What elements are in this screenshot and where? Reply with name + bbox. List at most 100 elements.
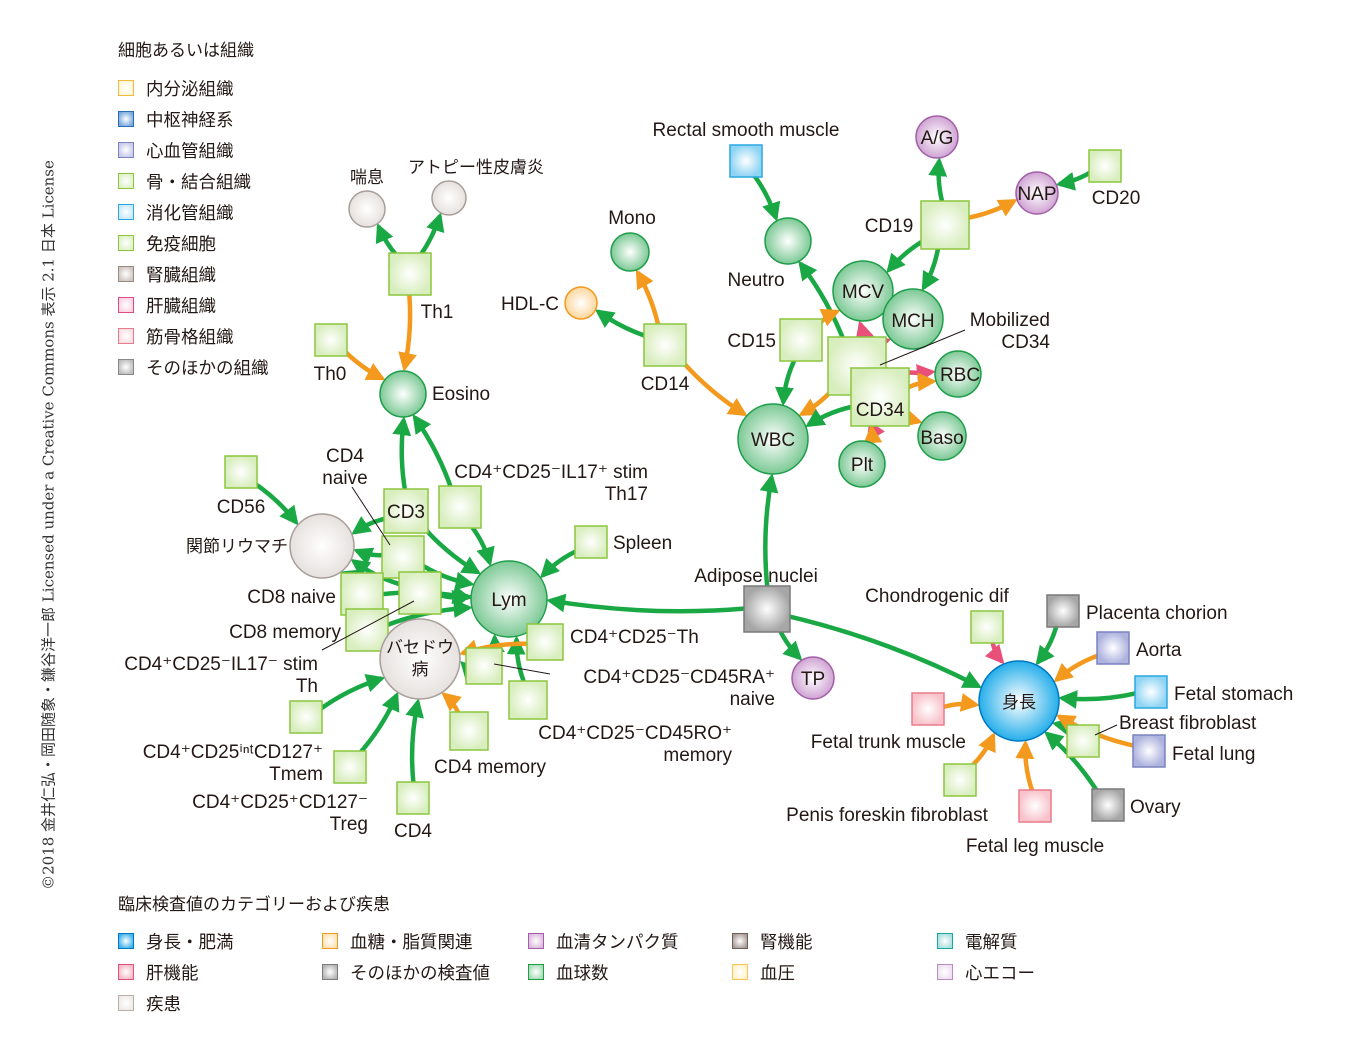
node-hdlc[interactable] xyxy=(564,286,598,320)
edge-th1-to-eosino xyxy=(398,290,417,372)
node-placenta[interactable] xyxy=(1046,594,1080,628)
legend-swatch xyxy=(528,933,544,949)
category-legend-item: 血球数 xyxy=(528,961,609,984)
node-baso[interactable] xyxy=(917,411,967,461)
category-legend-item: 腎機能 xyxy=(732,930,813,953)
legend-swatch xyxy=(118,111,134,127)
node-fstomach[interactable] xyxy=(1134,675,1168,709)
edge-cd45ro-to-lym xyxy=(506,635,528,686)
node-label-chondro: Chondrogenic dif xyxy=(865,586,1009,607)
legend-swatch xyxy=(118,80,134,96)
legend-label: 電解質 xyxy=(965,932,1018,953)
legend-label: 血球数 xyxy=(556,963,609,984)
node-fleg[interactable] xyxy=(1018,789,1052,823)
node-flung[interactable] xyxy=(1132,734,1166,768)
node-cd15[interactable] xyxy=(779,318,823,362)
node-cd4cd25th[interactable] xyxy=(526,623,564,661)
node-breast[interactable] xyxy=(1066,724,1100,758)
node-cd34[interactable] xyxy=(850,367,910,427)
edge-cd19-to-mch xyxy=(921,242,942,292)
node-mch[interactable] xyxy=(882,288,944,350)
node-mcv[interactable] xyxy=(832,260,894,322)
node-stimth[interactable] xyxy=(398,571,442,615)
edge-rectal-to-neutro xyxy=(750,170,781,222)
legend-swatch xyxy=(937,933,953,949)
node-th17[interactable] xyxy=(438,485,482,529)
node-cd45ro[interactable] xyxy=(508,680,548,720)
node-treg[interactable] xyxy=(333,750,367,784)
category-legend-item: 電解質 xyxy=(937,930,1018,953)
node-label-flung: Fetal lung xyxy=(1172,744,1255,765)
node-plt[interactable] xyxy=(838,440,886,488)
node-ra[interactable] xyxy=(289,513,355,579)
node-nap[interactable] xyxy=(1015,171,1059,215)
legend-swatch xyxy=(118,964,134,980)
node-neutro[interactable] xyxy=(764,217,812,265)
node-label-cd45ra: CD4⁺CD25⁻CD45RA⁺naive xyxy=(583,667,775,710)
node-ovary[interactable] xyxy=(1091,788,1125,822)
legend-label: 血糖・脂質関連 xyxy=(350,932,473,953)
node-adipose[interactable] xyxy=(743,585,791,633)
node-label-ftrunk: Fetal trunk muscle xyxy=(811,732,966,753)
node-graves[interactable] xyxy=(379,618,461,700)
edge-fleg-to-height xyxy=(1015,739,1036,795)
node-label-neutro: Neutro xyxy=(727,270,784,291)
node-tmem[interactable] xyxy=(289,700,323,734)
node-cd56[interactable] xyxy=(224,455,258,489)
node-label-aorta: Aorta xyxy=(1136,640,1182,661)
legend-swatch xyxy=(732,933,748,949)
edge-cd19-to-nap xyxy=(962,198,1018,221)
node-height[interactable] xyxy=(978,660,1060,742)
node-mono[interactable] xyxy=(610,232,650,272)
node-label-mcv: MCV xyxy=(842,282,885,303)
node-atopic[interactable] xyxy=(431,180,467,216)
node-label-asthma: 喘息 xyxy=(350,168,384,188)
tissue-legend-item: 中枢神経系 xyxy=(118,108,234,131)
node-label-cd4cd25th: CD4⁺CD25⁻Th xyxy=(570,627,699,648)
edge-adipose-to-wbc xyxy=(759,473,779,591)
node-cd4mem[interactable] xyxy=(449,711,489,751)
edge-cd19-to-ag xyxy=(928,157,948,207)
node-asthma[interactable] xyxy=(348,190,386,228)
node-cd20[interactable] xyxy=(1088,149,1122,183)
node-cd45ra[interactable] xyxy=(465,647,503,685)
node-th0[interactable] xyxy=(314,323,348,357)
node-label-eosino: Eosino xyxy=(432,384,490,405)
node-rbc[interactable] xyxy=(934,350,982,398)
node-label-cd4mem: CD4 memory xyxy=(434,757,546,778)
node-label-ra: 関節リウマチ xyxy=(186,537,288,557)
node-cd3[interactable] xyxy=(383,488,429,534)
legend-label: 血清タンパク質 xyxy=(556,932,679,953)
legend-label: 骨・結合組織 xyxy=(146,172,251,193)
node-rectal[interactable] xyxy=(729,144,763,178)
node-cd8mem[interactable] xyxy=(345,608,389,652)
node-th1[interactable] xyxy=(388,252,432,296)
node-cd14[interactable] xyxy=(643,323,687,367)
node-ag[interactable] xyxy=(915,115,959,159)
tissue-legend-item: そのほかの組織 xyxy=(118,356,269,379)
node-penis[interactable] xyxy=(943,763,977,797)
node-wbc[interactable] xyxy=(737,403,809,475)
node-chondro[interactable] xyxy=(970,610,1004,644)
node-aorta[interactable] xyxy=(1096,631,1130,665)
node-lym[interactable] xyxy=(470,560,548,638)
legend-label: 筋骨格組織 xyxy=(146,327,234,348)
node-label-penis: Penis foreskin fibroblast xyxy=(786,805,988,826)
legend-label: 心血管組織 xyxy=(146,141,234,162)
node-label-cd8naive: CD8 naive xyxy=(247,587,336,608)
edge-tmem-to-graves xyxy=(316,673,386,714)
node-label-breast: Breast fibroblast xyxy=(1119,713,1257,734)
node-cd4[interactable] xyxy=(396,781,430,815)
node-ftrunk[interactable] xyxy=(911,692,945,726)
node-label-hdlc: HDL-C xyxy=(501,294,559,315)
node-label-ag: A/G xyxy=(921,128,954,149)
node-tp[interactable] xyxy=(791,656,835,700)
node-spleen[interactable] xyxy=(574,525,608,559)
node-cd19[interactable] xyxy=(920,200,970,250)
tissue-legend-item: 肝臓組織 xyxy=(118,294,216,317)
node-eosino[interactable] xyxy=(379,370,427,418)
legend-swatch xyxy=(118,235,134,251)
